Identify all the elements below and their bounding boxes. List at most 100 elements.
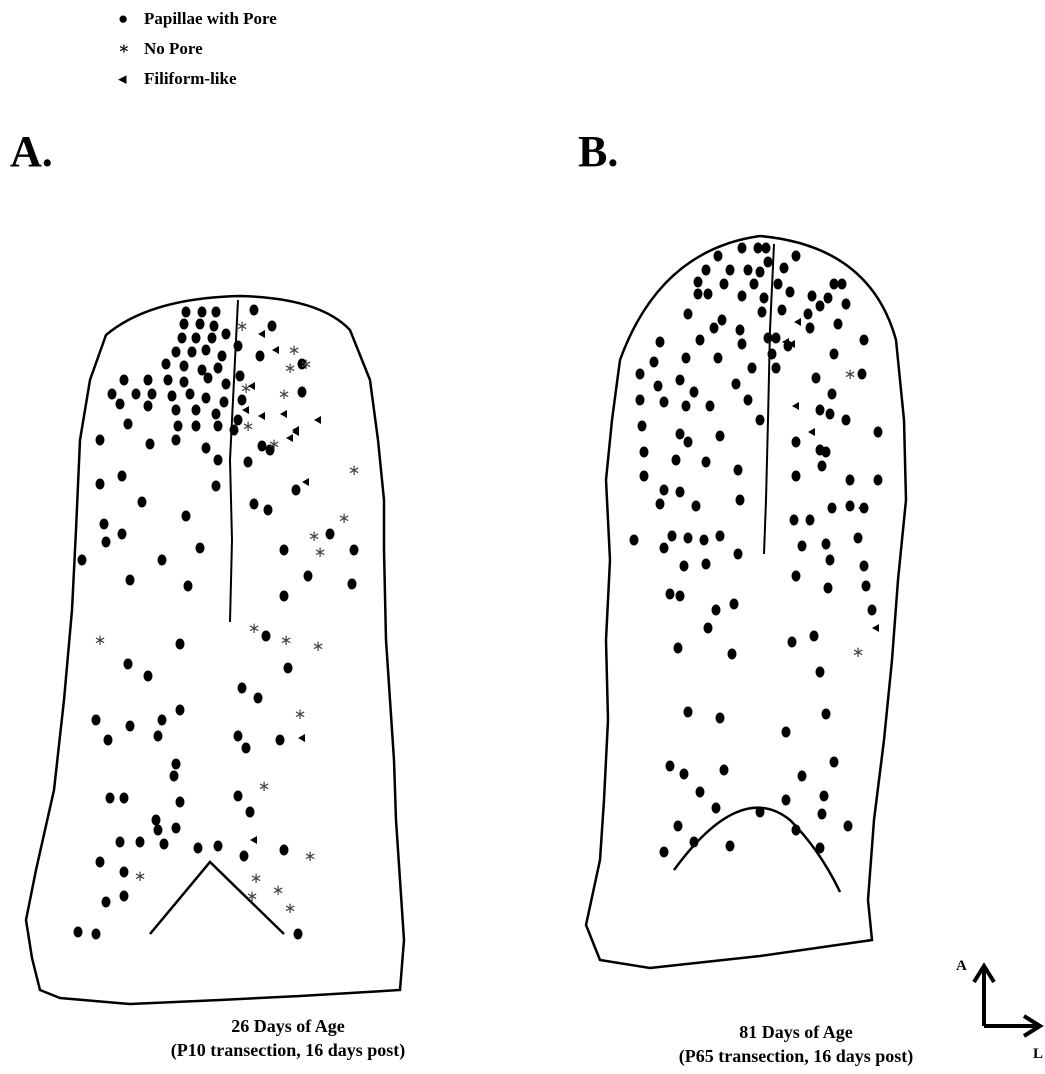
papilla-pore-a [246,807,255,818]
papilla-pore-a [96,479,105,490]
filiform-a [258,330,265,338]
papilla-pore-a [78,555,87,566]
papilla-no-pore-a: ∗ [300,355,313,373]
papilla-pore-b [818,809,827,820]
tongue-a-outline [26,296,404,1004]
papilla-pore-a [202,393,211,404]
papilla-pore-a [92,929,101,940]
tongue-b-arch [674,808,840,892]
papilla-pore-b [674,643,683,654]
papilla-pore-a [292,485,301,496]
papilla-pore-a [162,359,171,370]
caption-b-line1: 81 Days of Age [636,1020,956,1044]
papilla-no-pore-a: ∗ [338,509,351,527]
papilla-pore-b [842,299,851,310]
papilla-pore-a [108,389,117,400]
papilla-pore-a [144,671,153,682]
papilla-pore-b [874,475,883,486]
tongue-b-midline [764,244,774,554]
papilla-no-pore-a: ∗ [94,631,107,649]
papilla-pore-a [222,379,231,390]
papilla-pore-b [806,323,815,334]
papilla-pore-a [92,715,101,726]
papilla-pore-b [812,373,821,384]
papilla-pore-b [822,447,831,458]
papilla-pore-a [280,845,289,856]
papilla-pore-a [176,705,185,716]
papilla-pore-a [212,307,221,318]
papilla-pore-a [154,825,163,836]
papilla-pore-b [726,265,735,276]
papilla-pore-a [244,457,253,468]
papilla-no-pore-a: ∗ [248,619,261,637]
papilla-no-pore-a: ∗ [246,887,259,905]
papilla-pore-a [100,519,109,530]
papilla-pore-b [692,501,701,512]
papilla-pore-b [744,265,753,276]
papilla-pore-b [874,427,883,438]
filiform-a [314,416,321,424]
papilla-pore-b [690,837,699,848]
papilla-pore-b [808,291,817,302]
papilla-pore-a [106,793,115,804]
papilla-pore-b [630,535,639,546]
filiform-b [872,624,879,632]
papilla-pore-a [182,511,191,522]
papilla-pore-b [780,263,789,274]
papilla-pore-a [192,405,201,416]
papilla-no-pore-b: ∗ [852,643,865,661]
papilla-pore-b [684,533,693,544]
papilla-pore-a [186,389,195,400]
papilla-pore-a [168,391,177,402]
papilla-pore-b [684,437,693,448]
papilla-no-pore-a: ∗ [284,359,297,377]
papilla-pore-a [214,841,223,852]
papilla-pore-b [826,409,835,420]
papilla-pore-b [792,471,801,482]
tongue-a-v-shape [150,862,284,934]
papilla-pore-b [846,501,855,512]
papilla-pore-b [660,847,669,858]
papilla-pore-a [180,319,189,330]
papilla-pore-b [756,807,765,818]
papilla-pore-b [696,787,705,798]
papilla-pore-a [132,389,141,400]
papilla-pore-b [816,301,825,312]
papilla-pore-a [172,759,181,770]
papilla-pore-b [640,471,649,482]
papilla-no-pore-a: ∗ [312,637,325,655]
papilla-pore-a [172,823,181,834]
papilla-pore-b [768,349,777,360]
papilla-pore-a [222,329,231,340]
papilla-no-pore-a: ∗ [272,881,285,899]
papilla-pore-b [676,591,685,602]
papilla-pore-a [74,927,83,938]
papilla-pore-a [240,851,249,862]
papilla-pore-b [702,265,711,276]
papilla-pore-b [694,289,703,300]
papilla-pore-b [716,713,725,724]
papilla-pore-a [234,341,243,352]
papilla-pore-b [792,571,801,582]
papilla-pore-b [790,515,799,526]
papilla-pore-a [202,443,211,454]
papilla-pore-b [868,605,877,616]
papilla-pore-b [758,307,767,318]
papilla-pore-a [124,659,133,670]
papilla-pore-a [182,307,191,318]
papilla-pore-b [828,503,837,514]
papilla-pore-b [844,821,853,832]
papilla-pore-b [702,457,711,468]
filiform-a [258,412,265,420]
papilla-pore-a [268,321,277,332]
caption-a-line1: 26 Days of Age [128,1014,448,1038]
papilla-pore-b [822,539,831,550]
filiform-a [272,346,279,354]
papilla-pore-a [116,399,125,410]
filiform-a [298,734,305,742]
papilla-pore-a [214,421,223,432]
papilla-pore-b [676,429,685,440]
papilla-pore-a [262,631,271,642]
papilla-no-pore-a: ∗ [348,461,361,479]
papilla-pore-b [744,395,753,406]
